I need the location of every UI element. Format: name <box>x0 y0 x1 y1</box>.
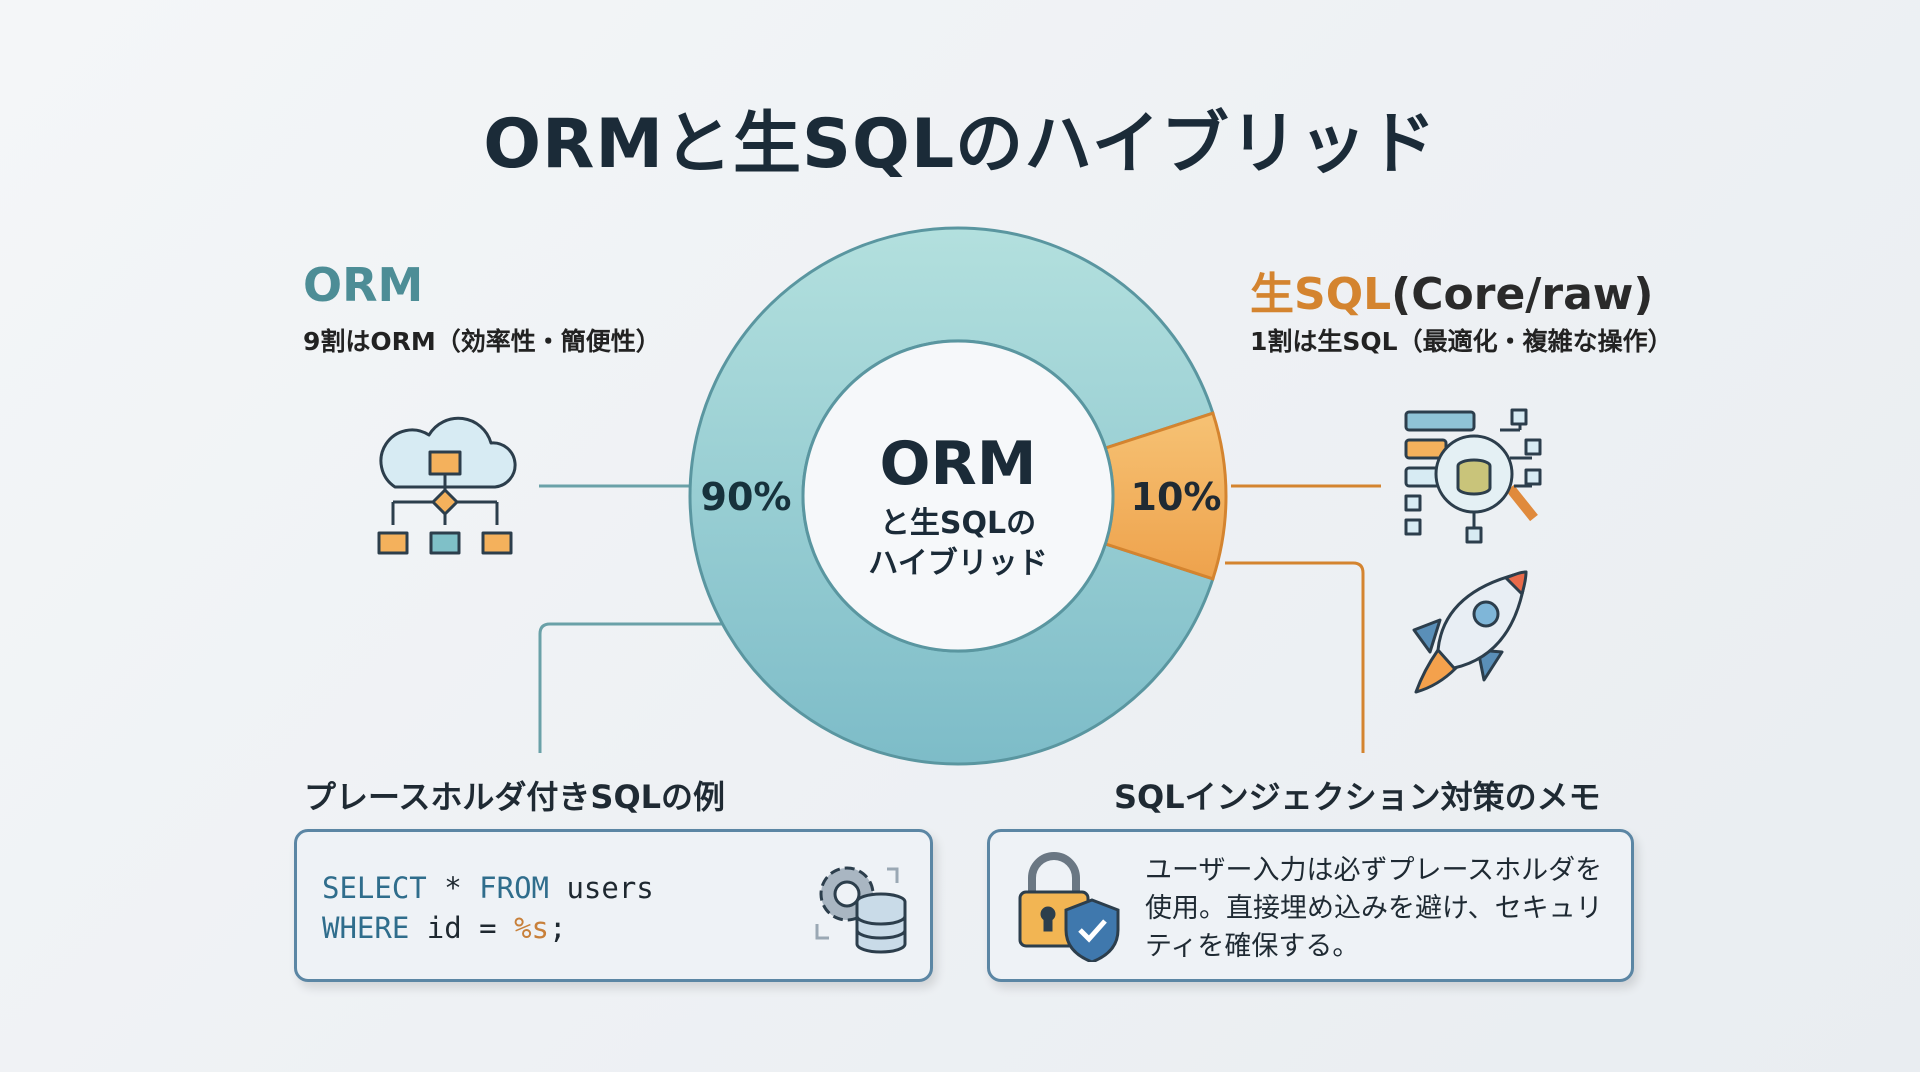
code-text: * <box>426 871 480 905</box>
raw-sql-heading-accent: 生SQL <box>1250 269 1392 320</box>
lock-shield-icon <box>1018 852 1120 962</box>
code-line-1: SELECT * FROM users <box>322 868 654 908</box>
security-memo-box: ユーザー入力は必ずプレースホルダを 使用。直接埋め込みを避け、セキュリ ティを確… <box>987 829 1634 982</box>
code-text: id = <box>409 911 515 945</box>
code-placeholder: %s <box>514 911 549 945</box>
orm-heading: ORM <box>303 258 424 312</box>
example-connector-line <box>538 622 722 753</box>
code-text: ; <box>549 911 567 945</box>
donut-hole <box>801 339 1115 653</box>
memo-line: ティを確保する。 <box>1145 931 1360 962</box>
raw-sql-subtitle: 1割は生SQL（最適化・複雑な操作） <box>1250 327 1673 356</box>
orm-subtitle: 9割はORM（効率性・簡便性） <box>303 327 661 356</box>
donut-center-line2: と生SQLの <box>880 506 1036 541</box>
code-keyword: SELECT <box>322 871 427 905</box>
memo-line: 使用。直接埋め込みを避け、セキュリ <box>1145 893 1603 924</box>
code-block: SELECT * FROM users WHERE id = %s; <box>322 868 654 948</box>
memo-connector-line <box>1225 561 1365 753</box>
code-keyword: FROM <box>479 871 549 905</box>
memo-heading: SQLインジェクション対策のメモ <box>1114 778 1601 816</box>
cloud-flow-icon <box>377 416 517 555</box>
orm-percent-label: 90% <box>701 475 792 519</box>
gear-database-icon <box>815 866 907 954</box>
raw-sql-heading: 生SQL(Core/raw) <box>1250 258 1654 322</box>
raw-sql-heading-rest: (Core/raw) <box>1391 269 1654 320</box>
donut-center-line3: ハイブリッド <box>868 546 1047 581</box>
code-text: users <box>549 871 654 905</box>
rocket-icon <box>1412 570 1528 694</box>
code-example-box: SELECT * FROM users WHERE id = %s; <box>294 829 933 982</box>
memo-line: ユーザー入力は必ずプレースホルダを <box>1145 855 1603 886</box>
page-title: ORMと生SQLのハイブリッド <box>483 105 1437 184</box>
example-heading: プレースホルダ付きSQLの例 <box>304 778 726 816</box>
code-line-2: WHERE id = %s; <box>322 908 654 948</box>
database-search-icon <box>1404 408 1542 544</box>
code-keyword: WHERE <box>322 911 410 945</box>
donut-center-title: ORM <box>880 429 1037 499</box>
memo-text: ユーザー入力は必ずプレースホルダを 使用。直接埋め込みを避け、セキュリ ティを確… <box>1145 852 1603 966</box>
sql-percent-label: 10% <box>1131 475 1222 519</box>
